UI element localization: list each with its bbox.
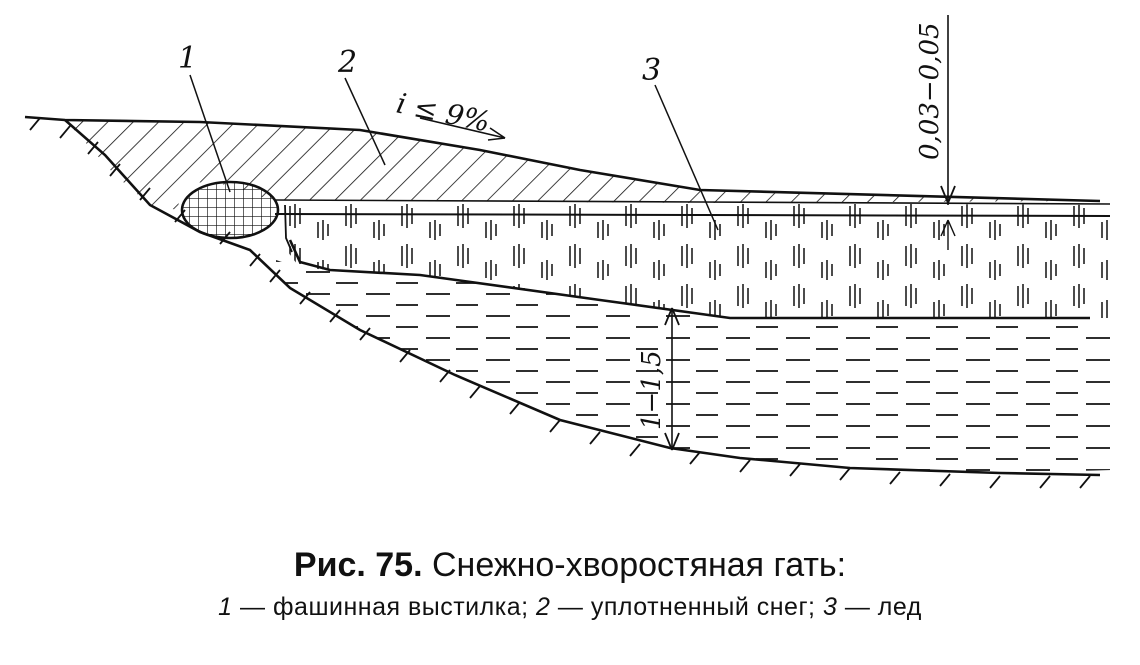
slope-label: i ≤ 9% [394,87,493,139]
ice-layer [275,203,1110,318]
legend-num-2: 2 [536,593,551,621]
top-dimension-arrowhead-lower [940,219,956,250]
label-2: 2 [337,45,357,80]
caption-title: Рис. 75. Снежно-хворостяная гать: [0,546,1140,585]
top-dimension-label: 0,03−0,05 [915,22,945,160]
diagram: i ≤ 9% 1 2 3 0,03−0,05 1−1,5 [24,15,1112,489]
ground-surface-line [24,115,1101,203]
ice-top-line [274,213,1111,217]
legend-num-1: 1 [218,593,233,621]
figure-caption: Рис. 75. Снежно-хворостяная гать: 1 — фа… [0,540,1140,622]
caption-title-text: Снежно-хворостяная гать: [432,546,847,584]
legend-text-3: — лед [844,593,922,621]
figure-number: Рис. 75. [293,546,423,584]
compacted-snow-layer [65,120,1100,210]
slope-arrow [419,117,506,139]
caption-legend: 1 — фашинная выстилка; 2 — уплотненный с… [0,593,1140,622]
depth-arrowhead-bottom [664,432,680,451]
water-layer [250,250,1112,473]
depth-arrowhead-top [664,307,680,326]
ice-bottom-line [288,239,1090,320]
slope-arrowhead [487,127,506,141]
leader-1 [189,74,231,193]
legend-text-1: — фашинная выстилка; [240,593,529,621]
fascine-bundle [180,180,280,240]
top-dimension-arrowhead [940,185,956,204]
legend-num-3: 3 [822,593,838,621]
depth-dimension-label: 1−1,5 [637,350,667,430]
leader-3 [654,84,719,231]
legend-text-2: — уплотненный снег; [557,593,816,621]
label-3: 3 [642,53,661,88]
label-1: 1 [178,41,197,76]
snow-top-line [274,199,1111,205]
ice-left-edge [284,204,293,253]
leader-2 [344,77,386,166]
